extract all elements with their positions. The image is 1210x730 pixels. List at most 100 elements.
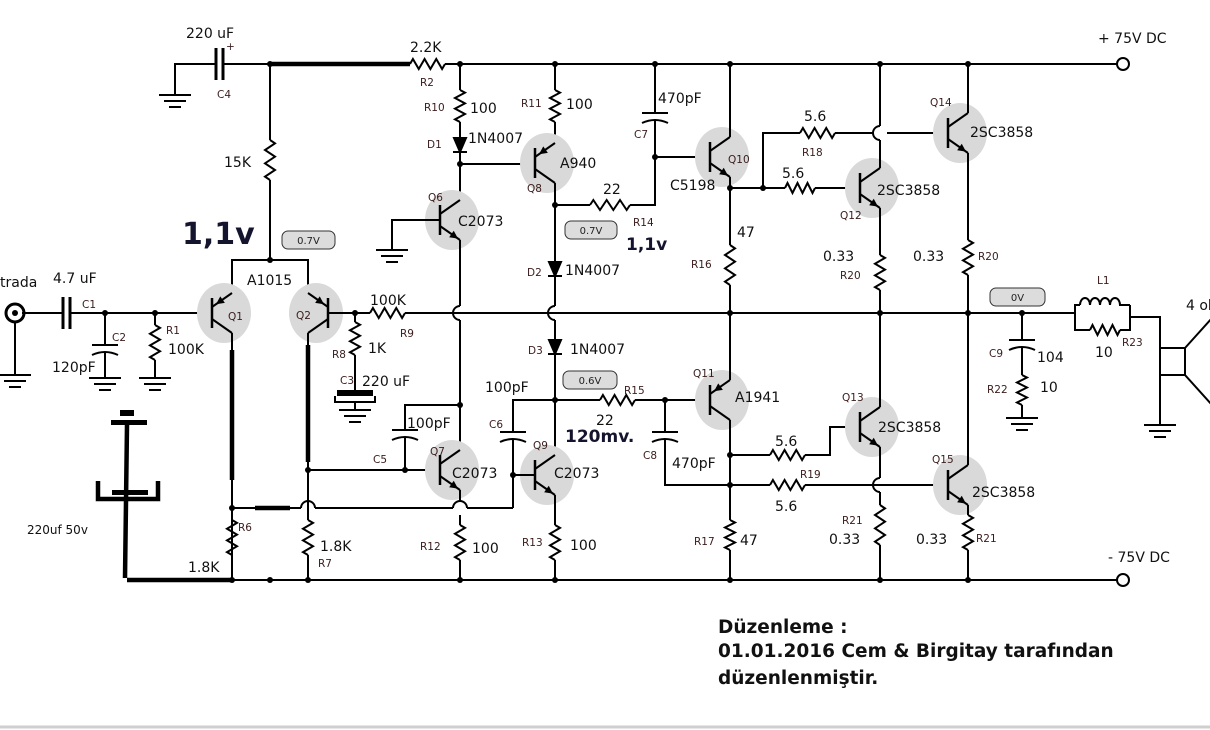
components-r7-value-label: 1.8K [320,539,352,555]
components-r_q12-value-label: 5.6 [782,166,804,182]
components-q7-ref-label: Q7 [430,446,445,458]
components-q10-value-label: C5198 [670,178,715,194]
voltage-badge-output-text: 0V [1011,293,1024,304]
wire [174,63,215,95]
resistor-r22 [1014,374,1030,406]
components-c1-ref-label: C1 [82,299,96,311]
components-r9-value-label: 100K [370,293,407,309]
junction-dot [457,161,463,167]
voltage-badge-vas [564,220,618,240]
diode-d2 [547,261,563,279]
junction-dot [267,61,273,67]
wire [512,399,555,432]
components-c5-ref-label: C5 [373,454,387,466]
ground-icon [376,249,408,263]
transistor-arrow [957,495,966,504]
components-c8-value-label: 470pF [672,456,716,472]
junction-dot [965,577,971,583]
junction-dot [552,577,558,583]
components-r10-value-label: 100 [470,101,497,117]
resistor-r10 [452,89,468,123]
components-q6-ref-label: Q6 [428,192,443,204]
components-c9-ref-label: C9 [989,348,1003,360]
components-d2-value-label: 1N4007 [565,263,620,279]
components-r12-ref-label: R12 [420,541,441,553]
components-q14-value-label: 2SC3858 [970,125,1033,141]
junction-dot [727,482,733,488]
components-q12-value-label: 2SC3858 [877,183,940,199]
components-r11-ref-label: R11 [521,98,542,110]
components-r19-ref-label: R19 [800,469,821,481]
components-q1-ref-label: Q1 [228,311,243,323]
components-q8-ref-label: Q8 [527,183,542,195]
voltage-badge-q2-text: 0.7V [297,236,320,247]
footer-line2-label: 01.01.2016 Cem & Birgitay tarafından [718,641,1114,662]
components-r15-ref-label: R15 [624,385,645,397]
voltage-badge-q2 [281,230,336,250]
resistor-r11 [547,89,563,123]
components-c5-value-label: 100pF [407,416,451,432]
junction-dot [152,310,158,316]
resistor-r23 [1089,322,1121,338]
components-r20b-ref-label: R20 [978,251,999,263]
components-r13-ref-label: R13 [522,537,543,549]
resistor-r6 [225,519,239,556]
capacitor-c8 [651,431,679,443]
junction-dot [552,397,558,403]
junction-dot [457,402,463,408]
components-r20a-ref-label: R20 [840,270,861,282]
junction-dot [552,202,558,208]
transistor-q10-highlight [695,127,749,187]
resistor-r15 [599,393,636,407]
resistor-r17 [722,519,738,551]
inductor-l1 [1079,297,1130,306]
components-r8-value-label: 1K [368,341,387,357]
junction-dot [552,61,558,67]
resistor-r14 [589,198,631,212]
components-q9-value-label: C2073 [554,466,599,482]
components-q15-ref-label: Q15 [932,454,954,466]
transistor-q11-highlight [695,370,749,430]
junction-dot [267,577,273,583]
components-r10-ref-label: R10 [424,102,445,114]
capacitor-c3 [334,396,376,403]
transistor-arrow [869,198,878,207]
supply-negative-label: - 75V DC [1108,550,1170,566]
components-q11-value-label: A1941 [735,390,780,406]
components-r16-value-label: 47 [737,225,755,241]
voltage-badge-vas-text: 0.7V [580,226,603,237]
plus-sign: + [226,41,235,53]
junction-dot [760,185,766,191]
wire-crossover [300,500,316,509]
transistor-q13-highlight [845,397,899,457]
components-r_q13-value-label: 5.6 [775,434,797,450]
resistor-r20b [961,239,975,276]
components-c8-ref-label: C8 [643,450,657,462]
diode-d1 [452,137,468,155]
components-c4-ref-label: C4 [217,89,231,101]
components-c7-value-label: 470pF [658,91,702,107]
transistor-arrow [957,143,966,152]
transistor-q7-highlight [425,440,479,500]
components-r13-value-label: 100 [570,538,597,554]
junction-dot [662,397,668,403]
resistor-r20a [873,254,887,291]
input-label-label: trada [0,275,37,291]
footer-line1-label: Düzenleme : [718,617,848,638]
components-q10-ref-label: Q10 [728,154,750,166]
junction-dot [457,577,463,583]
components-q6-value-label: C2073 [458,214,503,230]
junction-dot [352,310,358,316]
components-c7-ref-label: C7 [634,129,648,141]
ground-icon [159,94,191,108]
wire [391,219,440,250]
wire [1074,313,1090,331]
components-r20a-value-label: 0.33 [823,249,854,265]
junction-dot [727,577,733,583]
transistor-arrow [719,167,728,176]
junction-dot [877,310,883,316]
capacitor-c2 [91,344,119,356]
capacitor-c7 [641,112,669,124]
components-q14-ref-label: Q14 [930,97,952,109]
ground-icon [89,377,121,391]
